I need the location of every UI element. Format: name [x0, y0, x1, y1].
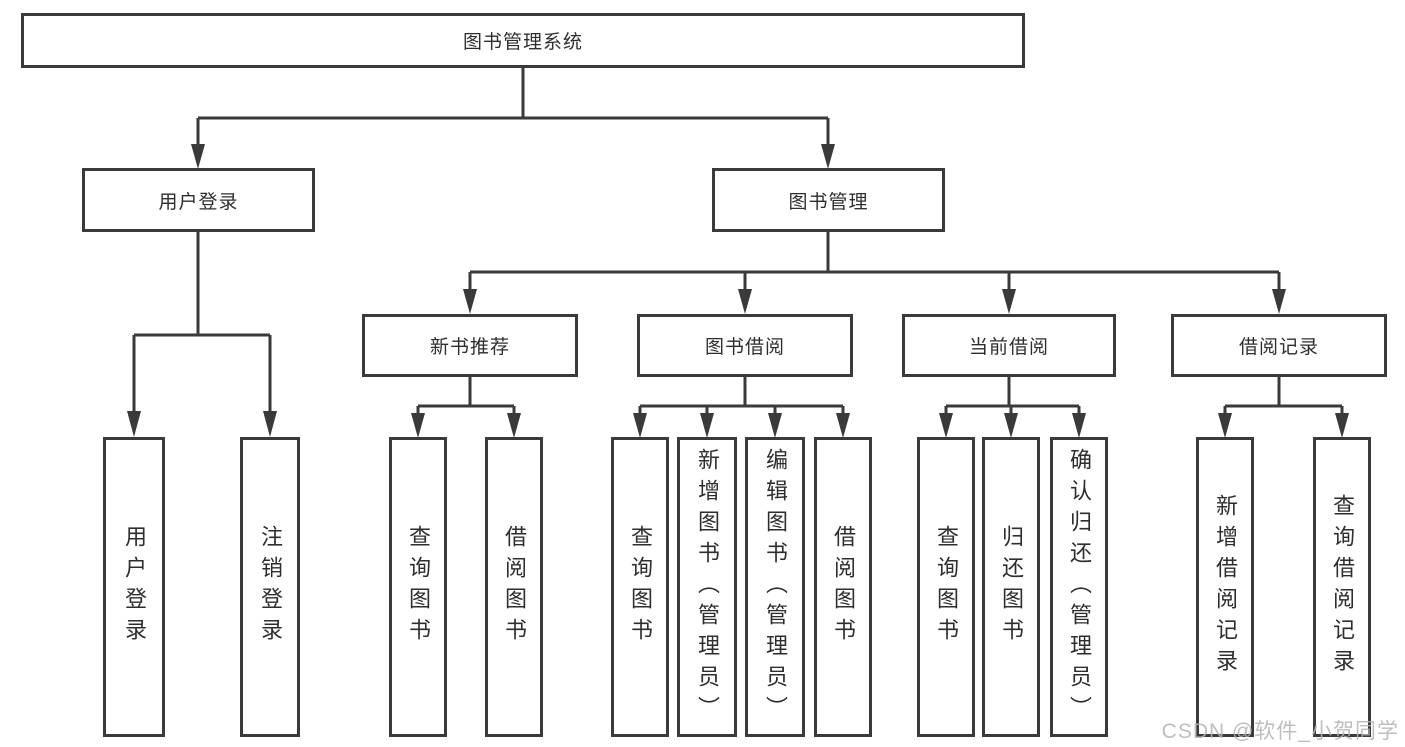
node-book-borrow-label: 图书借阅: [704, 337, 785, 358]
leaf-add-books-admin-label: 新增图书（管理员）: [695, 447, 720, 727]
leaf-query-books-current: 查询图书: [917, 437, 975, 737]
leaf-logout-label: 注销登录: [258, 525, 283, 649]
leaf-borrow-books: 借阅图书: [814, 437, 872, 737]
node-root-label: 图书管理系统: [462, 32, 583, 53]
leaf-edit-books-admin: 编辑图书（管理员）: [745, 437, 805, 737]
leaf-user-login-label: 用户登录: [122, 525, 147, 649]
node-new-book-recommend-label: 新书推荐: [429, 337, 510, 358]
leaf-user-login: 用户登录: [103, 437, 165, 737]
node-book-borrow: 图书借阅: [637, 314, 853, 377]
leaf-confirm-return-admin: 确认归还（管理员）: [1050, 437, 1108, 737]
node-current-borrow: 当前借阅: [902, 314, 1116, 377]
leaf-add-borrow-record: 新增借阅记录: [1196, 437, 1254, 737]
leaf-edit-books-admin-label: 编辑图书（管理员）: [763, 447, 788, 727]
node-user-login-label: 用户登录: [158, 191, 239, 213]
leaf-query-borrow-record-label: 查询借阅记录: [1330, 494, 1355, 680]
leaf-return-books-label: 归还图书: [999, 525, 1024, 649]
leaf-query-books-recommend-label: 查询图书: [406, 525, 431, 649]
node-user-login: 用户登录: [82, 168, 315, 232]
leaf-add-borrow-record-label: 新增借阅记录: [1213, 494, 1238, 680]
leaf-borrow-books-recommend: 借阅图书: [485, 437, 543, 737]
leaf-query-books-borrow: 查询图书: [611, 437, 669, 737]
node-current-borrow-label: 当前借阅: [968, 337, 1049, 358]
leaf-query-books-current-label: 查询图书: [934, 525, 959, 649]
leaf-query-books-recommend: 查询图书: [389, 437, 447, 737]
node-book-management: 图书管理: [712, 168, 945, 232]
node-root: 图书管理系统: [21, 13, 1025, 68]
leaf-logout: 注销登录: [240, 437, 300, 737]
leaf-return-books: 归还图书: [982, 437, 1040, 737]
leaf-query-books-borrow-label: 查询图书: [628, 525, 653, 649]
leaf-add-books-admin: 新增图书（管理员）: [677, 437, 737, 737]
node-borrow-records-label: 借阅记录: [1238, 337, 1319, 358]
leaf-confirm-return-admin-label: 确认归还（管理员）: [1067, 447, 1092, 727]
leaf-borrow-books-label: 借阅图书: [831, 525, 856, 649]
node-borrow-records: 借阅记录: [1171, 314, 1387, 377]
node-new-book-recommend: 新书推荐: [362, 314, 578, 377]
leaf-query-borrow-record: 查询借阅记录: [1313, 437, 1371, 737]
leaf-borrow-books-recommend-label: 借阅图书: [502, 525, 527, 649]
node-book-management-label: 图书管理: [788, 191, 869, 213]
